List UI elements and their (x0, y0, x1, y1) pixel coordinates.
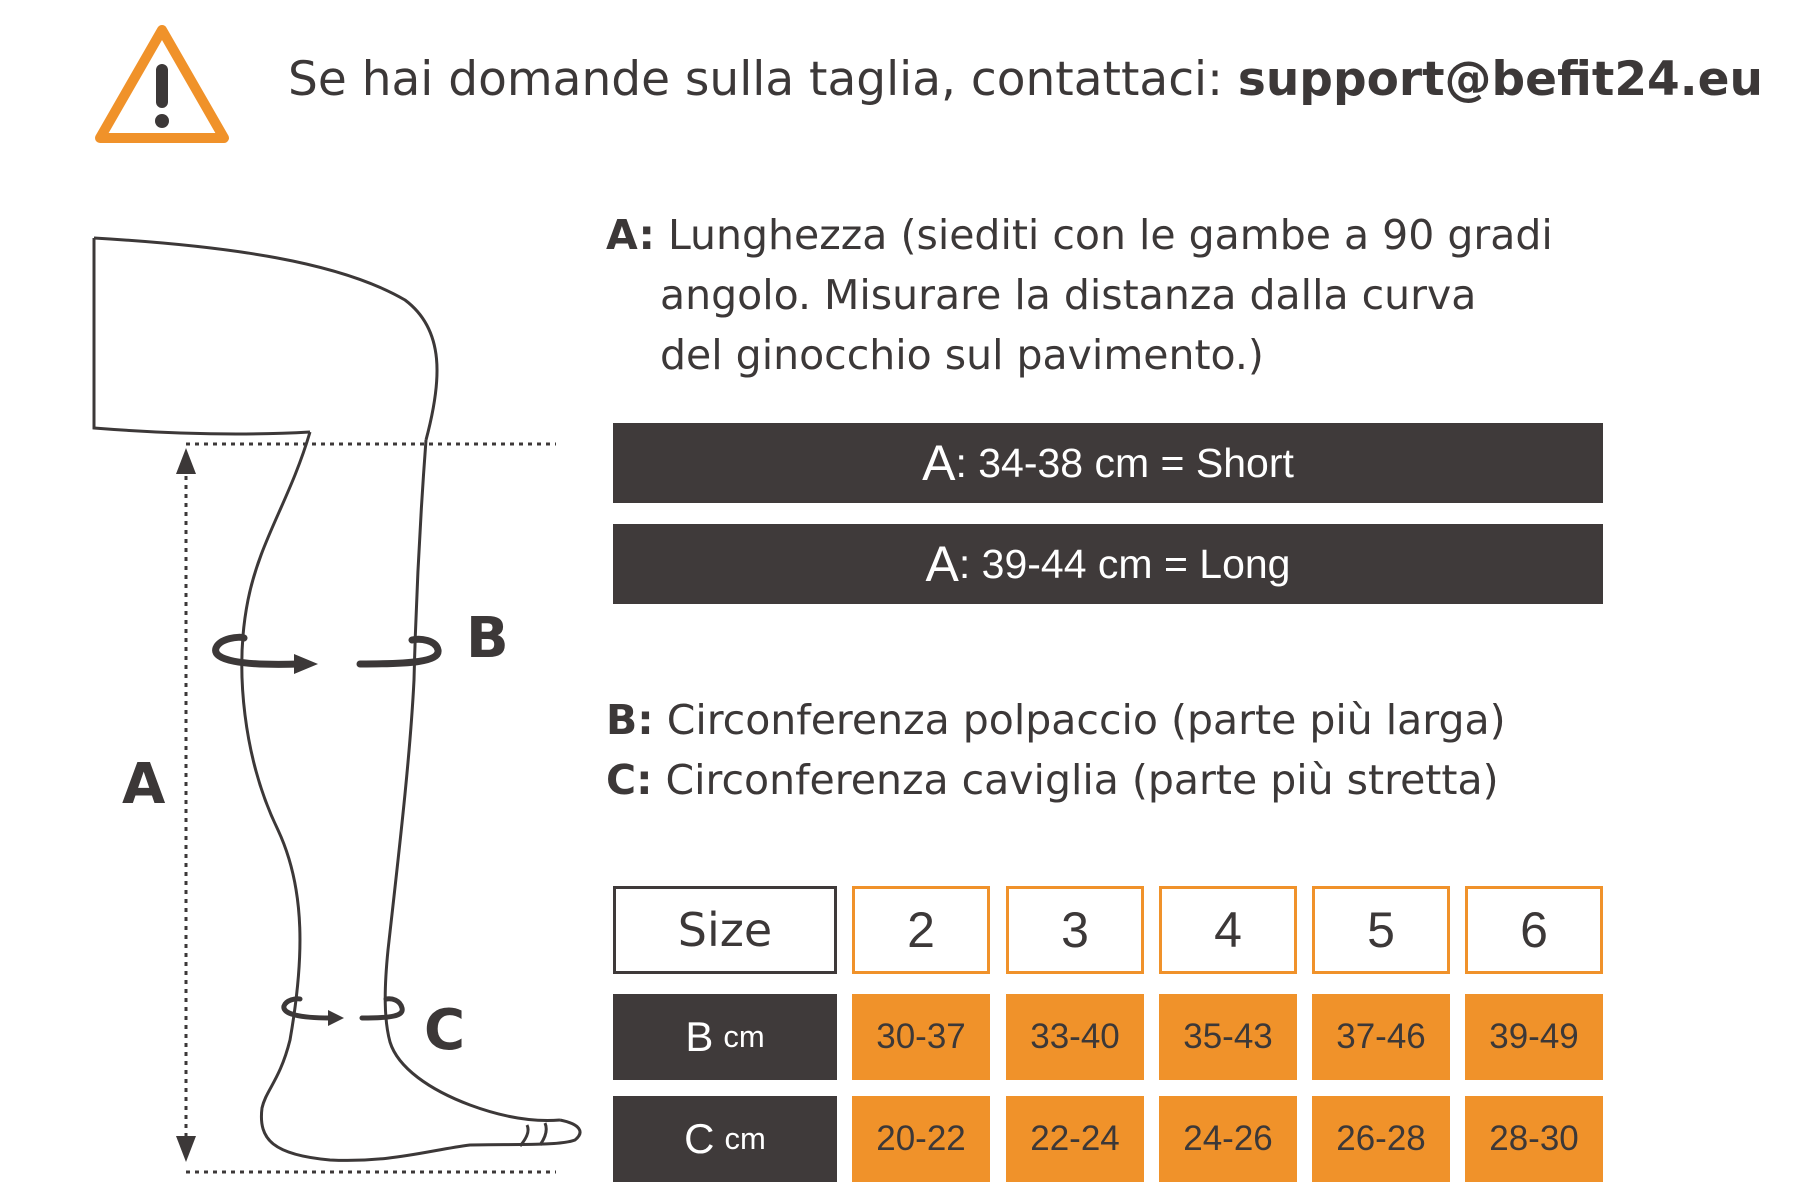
short-length-bar: A: 34-38 cm = Short (613, 423, 1603, 503)
table-cell: 26-28 (1312, 1096, 1450, 1182)
b-arrow-head (294, 654, 318, 674)
table-cell: 35-43 (1159, 994, 1297, 1080)
circumference-description: B: Circonferenza polpaccio (parte più la… (606, 690, 1506, 810)
table-cell: 20-22 (852, 1096, 990, 1182)
row-label-text: B (685, 1013, 714, 1060)
contact-line: Se hai domande sulla taglia, contattaci:… (288, 52, 1763, 107)
short-length-text: : 34-38 cm = Short (955, 439, 1294, 486)
shin-front-outline (383, 439, 561, 1122)
table-cell: 22-24 (1006, 1096, 1144, 1182)
length-line-3: del ginocchio sul pavimento.) (660, 331, 1264, 379)
length-label: A: (606, 211, 655, 259)
table-cell: 33-40 (1006, 994, 1144, 1080)
short-length-prefix: A (922, 435, 956, 491)
row-label-text: C (684, 1115, 715, 1162)
calf-text: Circonferenza polpaccio (parte più larga… (653, 696, 1506, 744)
size-column-3: 3 (1006, 886, 1144, 974)
length-line-2: angolo. Misurare la distanza dalla curva (660, 271, 1477, 319)
size-header: Size (613, 886, 837, 974)
figure-label-b: B (466, 606, 509, 671)
figure-label-c: C (424, 998, 466, 1063)
table-cell: 28-30 (1465, 1096, 1603, 1182)
table-cell: 39-49 (1465, 994, 1603, 1080)
table-cell: 37-46 (1312, 994, 1450, 1080)
row-unit: cm (724, 1121, 766, 1156)
warning-icon (95, 25, 229, 143)
table-cell: 24-26 (1159, 1096, 1297, 1182)
calf-label: B: (606, 696, 654, 744)
leg-illustration (92, 236, 582, 1174)
c-measure-loop (281, 996, 405, 1021)
row-unit: cm (723, 1019, 765, 1054)
ankle-label: C: (606, 756, 653, 804)
long-length-text: : 39-44 cm = Long (958, 540, 1291, 587)
c-arrow-head (328, 1010, 344, 1026)
size-column-6: 6 (1465, 886, 1603, 974)
size-column-2: 2 (852, 886, 990, 974)
length-line-1: Lunghezza (siediti con le gambe a 90 gra… (667, 211, 1553, 259)
table-cell: 30-37 (852, 994, 990, 1080)
a-arrow-up (176, 448, 196, 474)
b-measure-loop (212, 633, 442, 668)
figure-label-a: A (122, 752, 166, 817)
size-column-5: 5 (1312, 886, 1450, 974)
size-column-4: 4 (1159, 886, 1297, 974)
contact-text: Se hai domande sulla taglia, contattaci: (288, 52, 1238, 107)
support-email-link[interactable]: support@befit24.eu (1237, 52, 1763, 107)
ankle-text: Circonferenza caviglia (parte più strett… (652, 756, 1499, 804)
thigh-outline (92, 236, 439, 441)
long-length-bar: A: 39-44 cm = Long (613, 524, 1603, 604)
long-length-prefix: A (925, 536, 959, 592)
calf-back-outline (240, 431, 582, 1162)
a-arrow-down (176, 1136, 196, 1162)
length-description: A: Lunghezza (siediti con le gambe a 90 … (606, 205, 1553, 385)
